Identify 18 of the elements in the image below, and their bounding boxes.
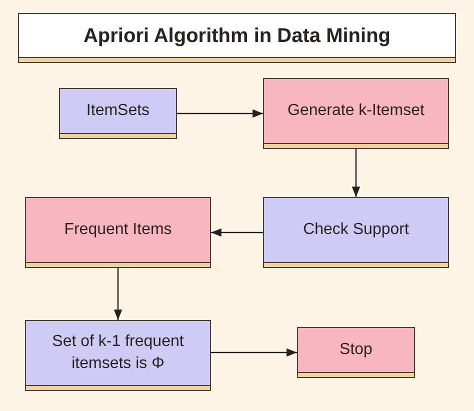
arrow bbox=[211, 348, 297, 357]
process-box bbox=[263, 78, 449, 149]
title: Apriori Algorithm in Data Mining bbox=[83, 24, 391, 48]
box-label: Set of k-1 frequent itemsets is Φ bbox=[51, 332, 185, 374]
box-label: Generate k-Itemset bbox=[288, 101, 424, 121]
arrow bbox=[177, 109, 263, 118]
arrow bbox=[211, 228, 263, 237]
process-box bbox=[25, 320, 211, 391]
arrow bbox=[352, 149, 360, 197]
process-box bbox=[297, 327, 415, 378]
process-box bbox=[59, 88, 177, 139]
box-label: Stop bbox=[340, 340, 372, 360]
arrow bbox=[114, 268, 122, 320]
box-label: Check Support bbox=[303, 220, 409, 240]
box-label: ItemSets bbox=[86, 101, 150, 121]
process-box bbox=[25, 197, 211, 268]
process-box bbox=[263, 197, 449, 268]
box-label: Frequent Items bbox=[64, 220, 172, 240]
